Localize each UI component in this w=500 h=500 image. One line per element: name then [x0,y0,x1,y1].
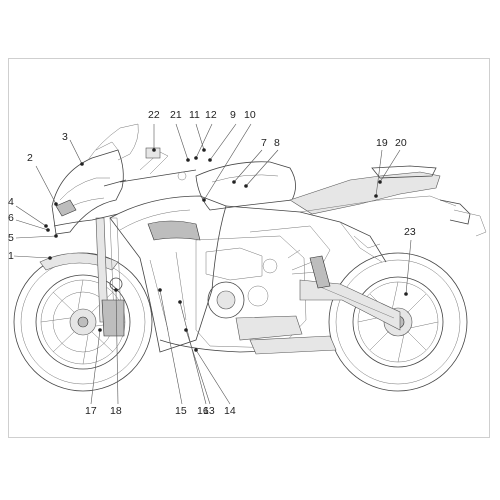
leader-endpoints [44,148,408,352]
callout-20: 20 [395,137,407,149]
callout-4: 4 [8,196,14,208]
fuel-tank [195,161,296,211]
frame [225,205,387,263]
headlight [55,199,77,217]
callout-6: 6 [8,212,14,224]
callout-2: 2 [27,152,33,164]
callout-11: 11 [189,109,200,121]
callout-5: 5 [8,232,14,244]
front-fender [39,252,119,271]
front-wheel [13,252,153,392]
engine [195,225,331,349]
seat-tail [289,165,487,237]
callout-23: 23 [404,226,416,238]
callout-17: 17 [85,405,97,417]
rear-hugger [439,199,471,225]
windscreen [87,123,139,161]
leader-lines [13,123,412,405]
callout-1: 1 [8,250,14,262]
motorcycle-illustration [13,123,487,392]
callout-7: 7 [261,137,267,149]
swingarm [299,279,401,331]
callout-13: 13 [203,405,215,417]
callout-3: 3 [62,131,68,143]
callout-21: 21 [170,109,182,121]
front-fork [95,217,125,337]
callout-12: 12 [205,109,217,121]
handlebar-area [103,147,197,187]
callout-10: 10 [244,109,256,121]
rear-shock [309,255,331,289]
callout-22: 22 [148,109,160,121]
callout-15: 15 [175,405,187,417]
callout-9: 9 [230,109,236,121]
exhaust [249,335,337,355]
diagram-frame [8,58,490,438]
callout-16: 16 [197,405,209,417]
callout-14: 14 [224,405,236,417]
callout-8: 8 [274,137,280,149]
callout-labels: 1 2 3 4 5 6 7 8 9 10 11 12 13 14 15 16 1… [8,109,416,417]
side-fairing [109,195,331,353]
front-fairing [51,123,139,235]
callout-19: 19 [376,137,388,149]
callout-18: 18 [110,405,122,417]
